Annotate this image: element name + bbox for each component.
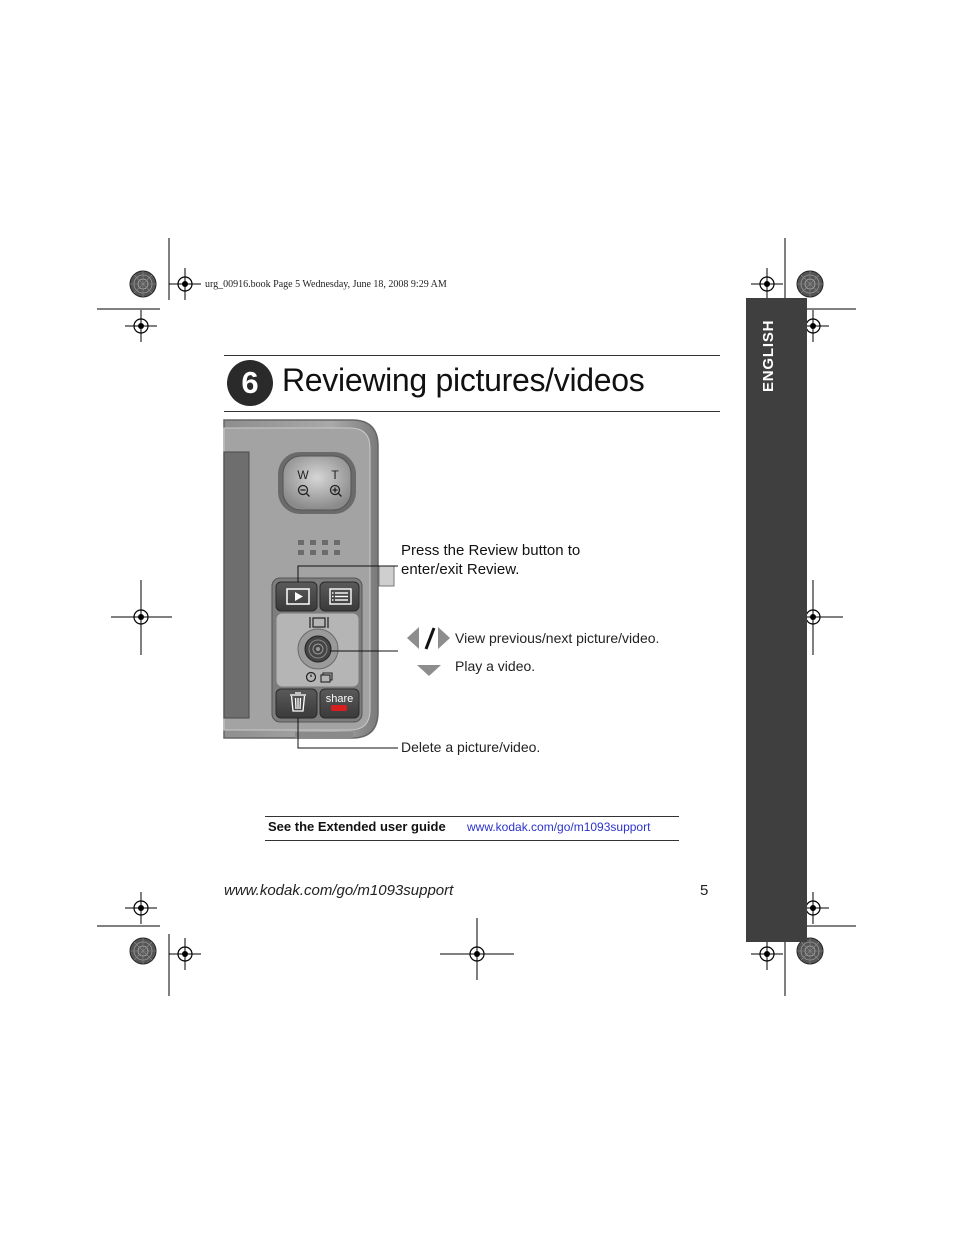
delete-callout: Delete a picture/video. — [401, 739, 541, 755]
extended-guide-label: See the Extended user guide — [268, 819, 446, 834]
trash-icon — [290, 692, 306, 712]
chapter-number-badge: 6 — [227, 360, 273, 406]
share-indicator — [331, 705, 347, 711]
review-callout-line2: enter/exit Review. — [401, 561, 520, 578]
zoom-tele-label: T — [331, 468, 339, 482]
book-page-metadata: urg_00916.book Page 5 Wednesday, June 18… — [205, 279, 447, 290]
share-button[interactable] — [319, 688, 360, 719]
play-review-icon — [286, 588, 310, 605]
title-top-rule — [224, 355, 720, 356]
play-callout: Play a video. — [455, 658, 536, 674]
page-number: 5 — [700, 882, 709, 899]
footer-url[interactable]: www.kodak.com/go/m1093support — [224, 882, 454, 899]
extended-guide-bar: See the Extended user guide www.kodak.co… — [265, 816, 679, 841]
share-button-label: share — [326, 693, 354, 705]
title-bottom-rule — [224, 411, 720, 412]
speaker-grille — [298, 540, 340, 555]
menu-list-icon — [329, 588, 352, 605]
down-arrow-icon — [417, 665, 441, 676]
review-callout-line1: Press the Review button to — [401, 542, 581, 559]
prev-next-arrows-icon — [407, 627, 450, 650]
prev-next-callout: View previous/next picture/video. — [455, 630, 660, 646]
language-tab: ENGLISH — [746, 298, 807, 942]
burst-mode-icon — [320, 672, 333, 683]
delete-button[interactable] — [275, 688, 318, 719]
zoom-in-icon — [329, 484, 342, 497]
zoom-wide-label: W — [297, 468, 309, 482]
display-mode-icon — [309, 617, 329, 628]
extended-guide-link[interactable]: www.kodak.com/go/m1093support — [467, 820, 651, 834]
self-timer-icon — [305, 671, 317, 683]
zoom-out-icon — [297, 484, 310, 497]
page-title: Reviewing pictures/videos — [282, 362, 645, 398]
